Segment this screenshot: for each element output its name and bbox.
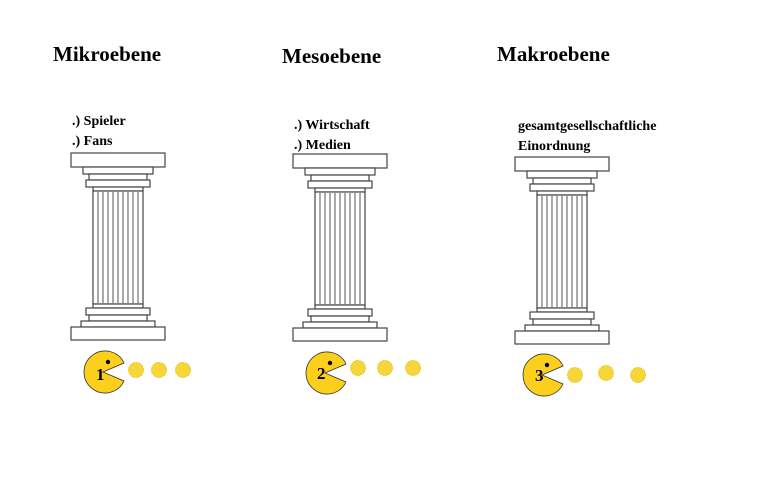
caption-line: .) Spieler: [72, 114, 126, 129]
pacman-icon: [522, 353, 564, 397]
caption-line: .) Wirtschaft: [294, 118, 370, 133]
pellet-icon: [405, 360, 421, 376]
greek-column-icon: [70, 152, 166, 341]
greek-column-icon: [514, 156, 610, 345]
caption-line: .) Medien: [294, 138, 351, 153]
pacman-icon: [305, 351, 347, 395]
pellet-icon: [151, 362, 167, 378]
level-heading-meso: Mesoebene: [282, 44, 382, 68]
pacman-icon: [83, 350, 125, 394]
caption-line: .) Fans: [72, 134, 113, 149]
pellet-icon: [350, 360, 366, 376]
pellet-icon: [567, 367, 583, 383]
pellet-icon: [377, 360, 393, 376]
pacman-number: 1: [96, 365, 105, 384]
pacman-number: 3: [535, 366, 544, 385]
pellet-icon: [128, 362, 144, 378]
caption-line: Einordnung: [518, 139, 591, 154]
greek-column-icon: [292, 153, 388, 342]
level-heading-mikro: Mikroebene: [53, 42, 162, 66]
level-heading-makro: Makroebene: [497, 42, 610, 66]
caption-line: gesamtgesellschaftliche: [518, 119, 657, 134]
pellet-icon: [630, 367, 646, 383]
pellet-icon: [598, 365, 614, 381]
level-caption-makro: gesamtgesellschaftliche Einordnung: [518, 117, 656, 157]
level-caption-meso: .) Wirtschaft .) Medien: [294, 116, 370, 156]
pacman-number: 2: [317, 364, 326, 383]
pellet-icon: [175, 362, 191, 378]
level-caption-mikro: .) Spieler .) Fans: [72, 112, 126, 152]
